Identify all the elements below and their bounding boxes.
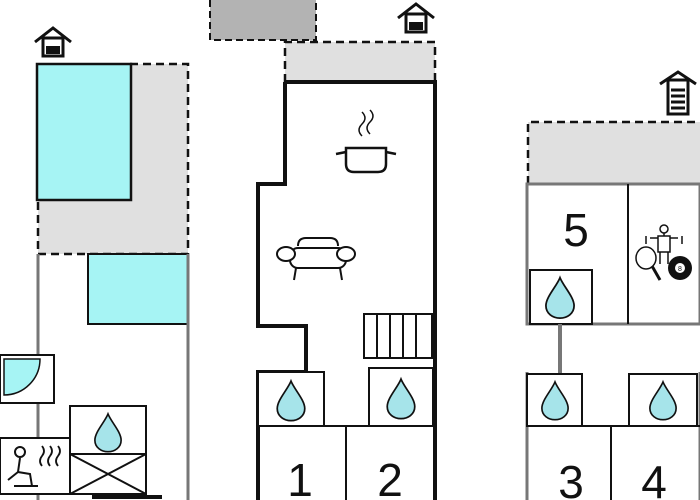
middle-building: 1 2 [209, 0, 437, 500]
bedroom-number-3: 3 [558, 456, 584, 500]
bathroom-middle-2 [368, 367, 434, 427]
terrace-right [528, 122, 700, 184]
bathroom-right-1 [526, 373, 583, 427]
bathroom-left [69, 405, 147, 495]
roof-grey [210, 0, 316, 40]
sofa-icon [276, 237, 356, 281]
svg-text:8: 8 [678, 266, 682, 273]
entrance-house-icon [396, 2, 436, 34]
bedroom-number-2: 2 [377, 454, 403, 500]
bathroom-middle-1 [257, 371, 325, 427]
entrance-house-icon [659, 70, 697, 116]
bathroom-right-upper [529, 269, 593, 325]
stairs-icon [363, 313, 433, 359]
table-tennis-icon [635, 246, 662, 281]
bedroom-number-4: 4 [641, 456, 667, 500]
kitchen-pot-icon [335, 109, 397, 174]
table-football-icon [645, 224, 683, 264]
sauna-icon [0, 437, 71, 495]
right-building: 5 8 3 [525, 70, 700, 500]
billiard-ball-icon: 8 [668, 256, 692, 280]
terrace-middle [285, 42, 435, 82]
bedroom-number-1: 1 [287, 454, 313, 500]
left-building [0, 62, 190, 500]
bathroom-right-2 [628, 373, 698, 427]
whirlpool-icon [0, 354, 55, 404]
shower-icon [69, 453, 147, 495]
pool-small [87, 253, 189, 325]
bedroom-number-5: 5 [563, 204, 589, 256]
entrance-house-icon [33, 26, 73, 58]
pool [35, 62, 133, 202]
